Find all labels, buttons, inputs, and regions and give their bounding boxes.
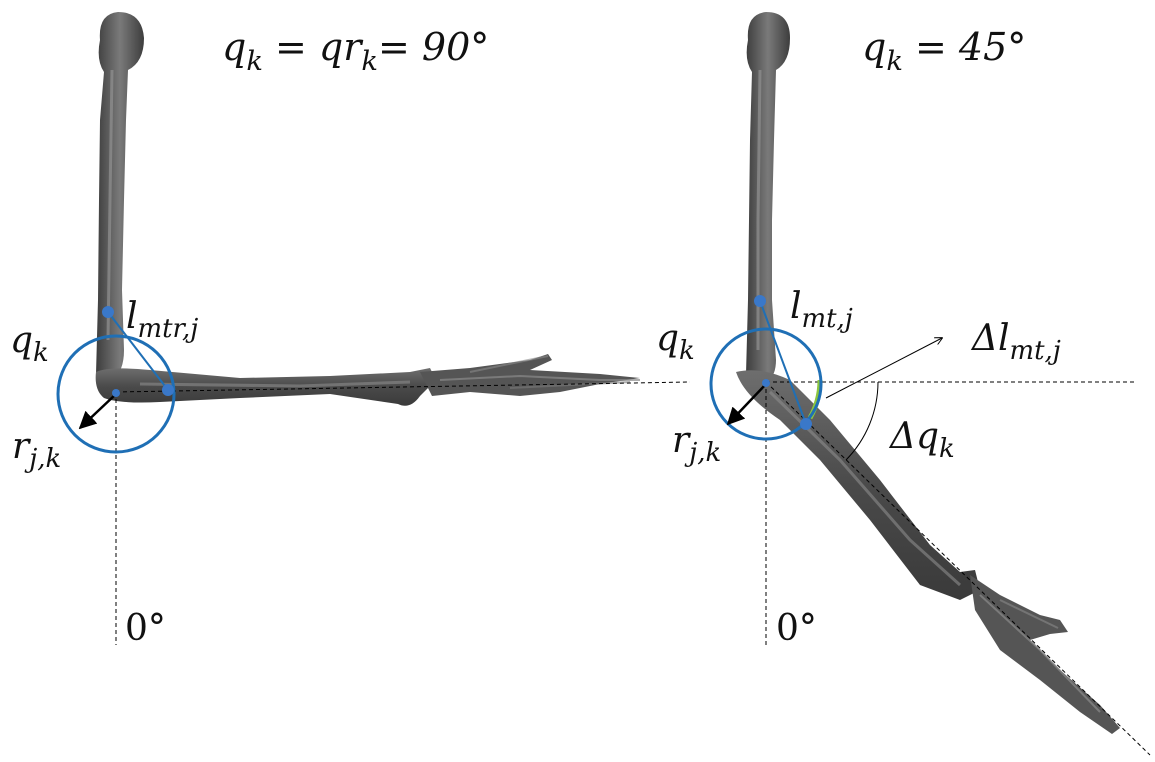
right-muscle-path bbox=[759, 300, 807, 425]
right-title: qk = 45° bbox=[862, 25, 1026, 77]
left-angle-label: qk bbox=[10, 320, 49, 368]
right-insertion-marker bbox=[800, 418, 812, 430]
right-joint-center-marker bbox=[762, 379, 770, 387]
left-insertion-marker bbox=[162, 384, 174, 396]
left-muscle-length-label: lmtr,j bbox=[126, 296, 198, 344]
right-delta-angle-label: Δqk bbox=[888, 416, 955, 464]
right-angle-label: qk bbox=[656, 318, 695, 366]
left-joint-center-marker bbox=[112, 389, 120, 397]
right-moment-arm-arrow bbox=[726, 383, 767, 426]
left-origin-marker bbox=[102, 306, 114, 318]
left-moment-arm-arrow bbox=[78, 393, 117, 430]
right-joint-circle bbox=[709, 327, 823, 441]
left-forearm-axis-line bbox=[115, 381, 691, 393]
right-humerus bbox=[746, 12, 790, 385]
left-joint-circle bbox=[56, 334, 176, 454]
right-zero-angle-label: 0° bbox=[776, 608, 817, 649]
left-moment-arm-label: rj,k bbox=[12, 426, 61, 474]
left-panel: qk = qrk= 90° lmtr,j qk rj,k 0° bbox=[10, 12, 691, 649]
left-humerus bbox=[96, 12, 144, 382]
right-moment-arm-label: rj,k bbox=[672, 420, 721, 468]
right-forearm-axis-line bbox=[765, 381, 1151, 756]
right-muscle-length-label: lmt,j bbox=[790, 286, 853, 334]
left-title: qk = qrk= 90° bbox=[222, 25, 489, 77]
right-delta-length-pointer bbox=[825, 338, 942, 399]
left-forearm bbox=[95, 354, 640, 406]
right-origin-marker bbox=[754, 295, 766, 307]
right-delta-length-label: Δlmt,j bbox=[970, 318, 1061, 366]
right-panel: qk = 45° lmt,j Δlmt,j qk Δqk rj,k 0° bbox=[656, 12, 1151, 756]
left-zero-angle-label: 0° bbox=[125, 608, 166, 649]
right-delta-angle-arc bbox=[845, 381, 879, 461]
left-muscle-path bbox=[107, 311, 169, 391]
